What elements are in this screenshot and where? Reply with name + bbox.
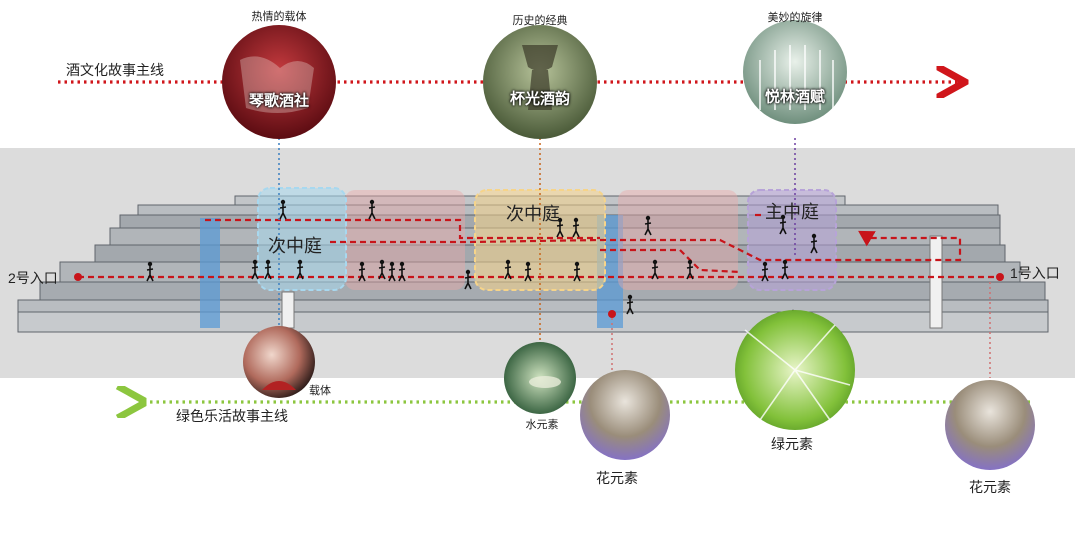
circle-caption-3: 美妙的旋律 (767, 12, 823, 24)
courtyard-volume-0 (257, 187, 347, 291)
entrance-1-label: 1号入口 (1010, 265, 1060, 281)
entrance-1-marker (996, 273, 1004, 281)
top-circle-qinge (222, 25, 336, 139)
courtyard-label-left: 次中庭 (268, 236, 322, 256)
person-silhouette (686, 259, 694, 280)
person-silhouette (573, 261, 581, 282)
person-silhouette (781, 259, 789, 280)
circle-caption-1: 热情的载体 (251, 11, 307, 23)
green-element-label: 绿元素 (771, 436, 813, 452)
person-silhouette (761, 261, 769, 282)
circle-title-qinge: 琴歌酒社 (248, 92, 310, 110)
water-element-label: 水元素 (525, 419, 559, 431)
circle-caption-2: 历史的经典 (512, 15, 568, 27)
circle-title-yuelin: 悦林酒赋 (764, 88, 826, 106)
person-silhouette (556, 217, 564, 238)
person-silhouette (398, 261, 406, 282)
person-silhouette (358, 261, 366, 282)
person-silhouette (146, 261, 154, 282)
flower-element-label-b: 花元素 (969, 479, 1011, 495)
connector-lines (278, 138, 991, 378)
person-silhouette (264, 259, 272, 280)
person-silhouette (504, 259, 512, 280)
bottom-circle-leaf (735, 310, 855, 430)
bottom-circle-flower-a (580, 370, 670, 460)
courtyard-volume-2 (747, 189, 837, 291)
entrance-2-marker (74, 273, 82, 281)
courtyard-label-right: 主中庭 (765, 202, 819, 222)
top-circle-yuelin (743, 20, 847, 124)
person-silhouette (464, 269, 472, 290)
entrance-2-label: 2号入口 (8, 270, 58, 286)
retail-block-b (618, 190, 738, 290)
wine-storyline-label: 酒文化故事主线 (66, 62, 164, 78)
core-marker (608, 310, 616, 318)
bottom-circle-water (504, 342, 576, 414)
person-silhouette (572, 217, 580, 238)
top-circle-beiguang (483, 25, 597, 139)
bottom-circle-carrier (243, 326, 315, 398)
person-silhouette (388, 261, 396, 282)
small-column (281, 291, 295, 329)
person-silhouette (251, 259, 259, 280)
person-silhouette (524, 261, 532, 282)
courtyard-label-middle: 次中庭 (506, 204, 560, 224)
green-storyline-label: 绿色乐活故事主线 (176, 408, 288, 424)
person-silhouette (368, 199, 376, 220)
person-silhouette (779, 214, 787, 235)
circle-title-beiguang: 杯光酒韵 (509, 90, 571, 108)
bottom-circle-flower-b (945, 380, 1035, 470)
retail-block-a (345, 190, 465, 290)
person-silhouette (644, 215, 652, 236)
vertical-core-left (200, 218, 220, 328)
person-silhouette (279, 199, 287, 220)
person-silhouette (296, 259, 304, 280)
person-silhouette (378, 259, 386, 280)
person-silhouette (626, 294, 634, 315)
person-silhouette (810, 233, 818, 254)
vertical-core-right (929, 235, 943, 329)
flower-element-label-a: 花元素 (596, 470, 638, 486)
carrier-label: 载体 (309, 385, 331, 397)
person-silhouette (651, 259, 659, 280)
